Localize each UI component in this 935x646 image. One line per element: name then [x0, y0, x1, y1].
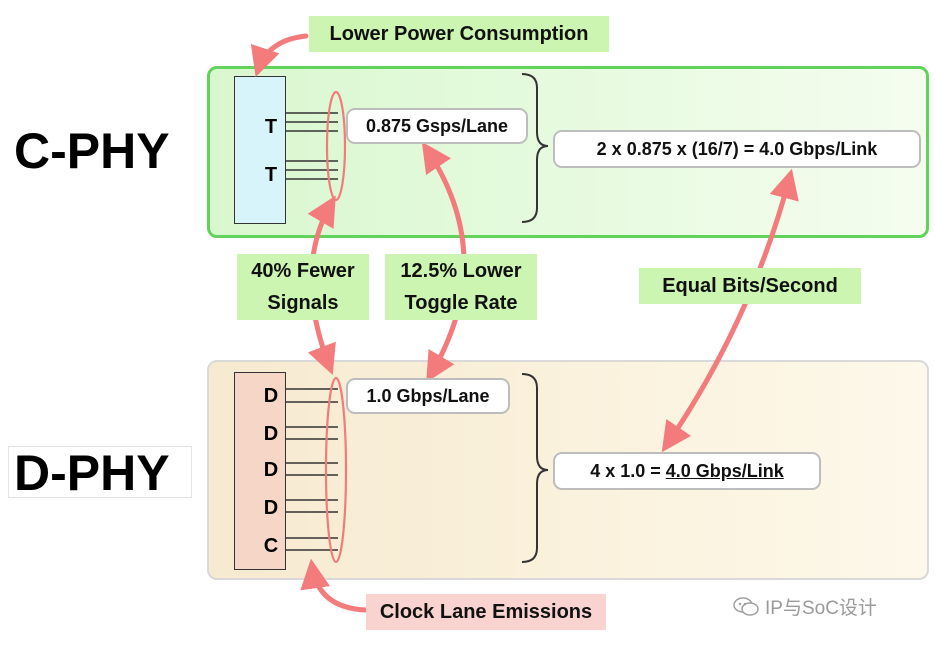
dphy-pin-block	[234, 372, 286, 570]
dphy-pin-label: D	[263, 459, 279, 481]
callout-toggle-rate: 12.5% Lower Toggle Rate	[385, 254, 537, 320]
arrow-equal-bits	[661, 168, 799, 453]
dphy-lane-rate: 1.0 Gbps/Lane	[346, 378, 510, 414]
cphy-link-rate: 2 x 0.875 x (16/7) = 4.0 Gbps/Link	[553, 130, 921, 168]
dphy-brace	[521, 373, 549, 563]
dphy-signal-ellipse	[324, 376, 348, 564]
callout-clock-emissions: Clock Lane Emissions	[366, 594, 606, 630]
callout-toggle-rate-line1: 12.5% Lower	[400, 260, 522, 282]
arrow-lower-power	[250, 33, 309, 78]
dphy-link-rate-value: 4.0 Gbps/Link	[665, 460, 784, 481]
dphy-wires	[286, 388, 338, 551]
watermark-text: IP与SoC设计	[765, 598, 877, 619]
cphy-pin-label: T	[264, 164, 278, 186]
dphy-pin-label: C	[263, 535, 279, 557]
dphy-title: D-PHY	[14, 445, 170, 501]
dphy-link-rate-prefix: 4 x 1.0 =	[590, 460, 666, 481]
cphy-lane-rate: 0.875 Gsps/Lane	[346, 108, 528, 144]
cphy-pin-label: T	[264, 116, 278, 138]
callout-equal-bits: Equal Bits/Second	[639, 268, 861, 304]
callout-fewer-signals: 40% Fewer Signals	[237, 254, 369, 320]
dphy-pin-label: D	[263, 497, 279, 519]
dphy-link-rate: 4 x 1.0 = 4.0 Gbps/Link	[553, 452, 821, 490]
arrow-clock-emissions	[300, 558, 369, 613]
callout-toggle-rate-line2: Toggle Rate	[404, 292, 518, 314]
dphy-title-box	[8, 446, 192, 498]
callout-fewer-signals-line2: Signals	[267, 292, 339, 314]
dphy-pin-label: D	[263, 423, 279, 445]
cphy-pin-block	[234, 76, 286, 224]
cphy-wires	[286, 112, 338, 180]
cphy-signal-ellipse	[325, 90, 347, 202]
callout-fewer-signals-line1: 40% Fewer	[251, 260, 355, 282]
watermark: IP与SoC设计	[733, 593, 877, 620]
callout-lower-power: Lower Power Consumption	[309, 16, 609, 52]
dphy-pin-label: D	[263, 385, 279, 407]
wechat-icon	[733, 596, 759, 616]
cphy-title: C-PHY	[14, 123, 170, 179]
cphy-brace	[521, 73, 549, 223]
